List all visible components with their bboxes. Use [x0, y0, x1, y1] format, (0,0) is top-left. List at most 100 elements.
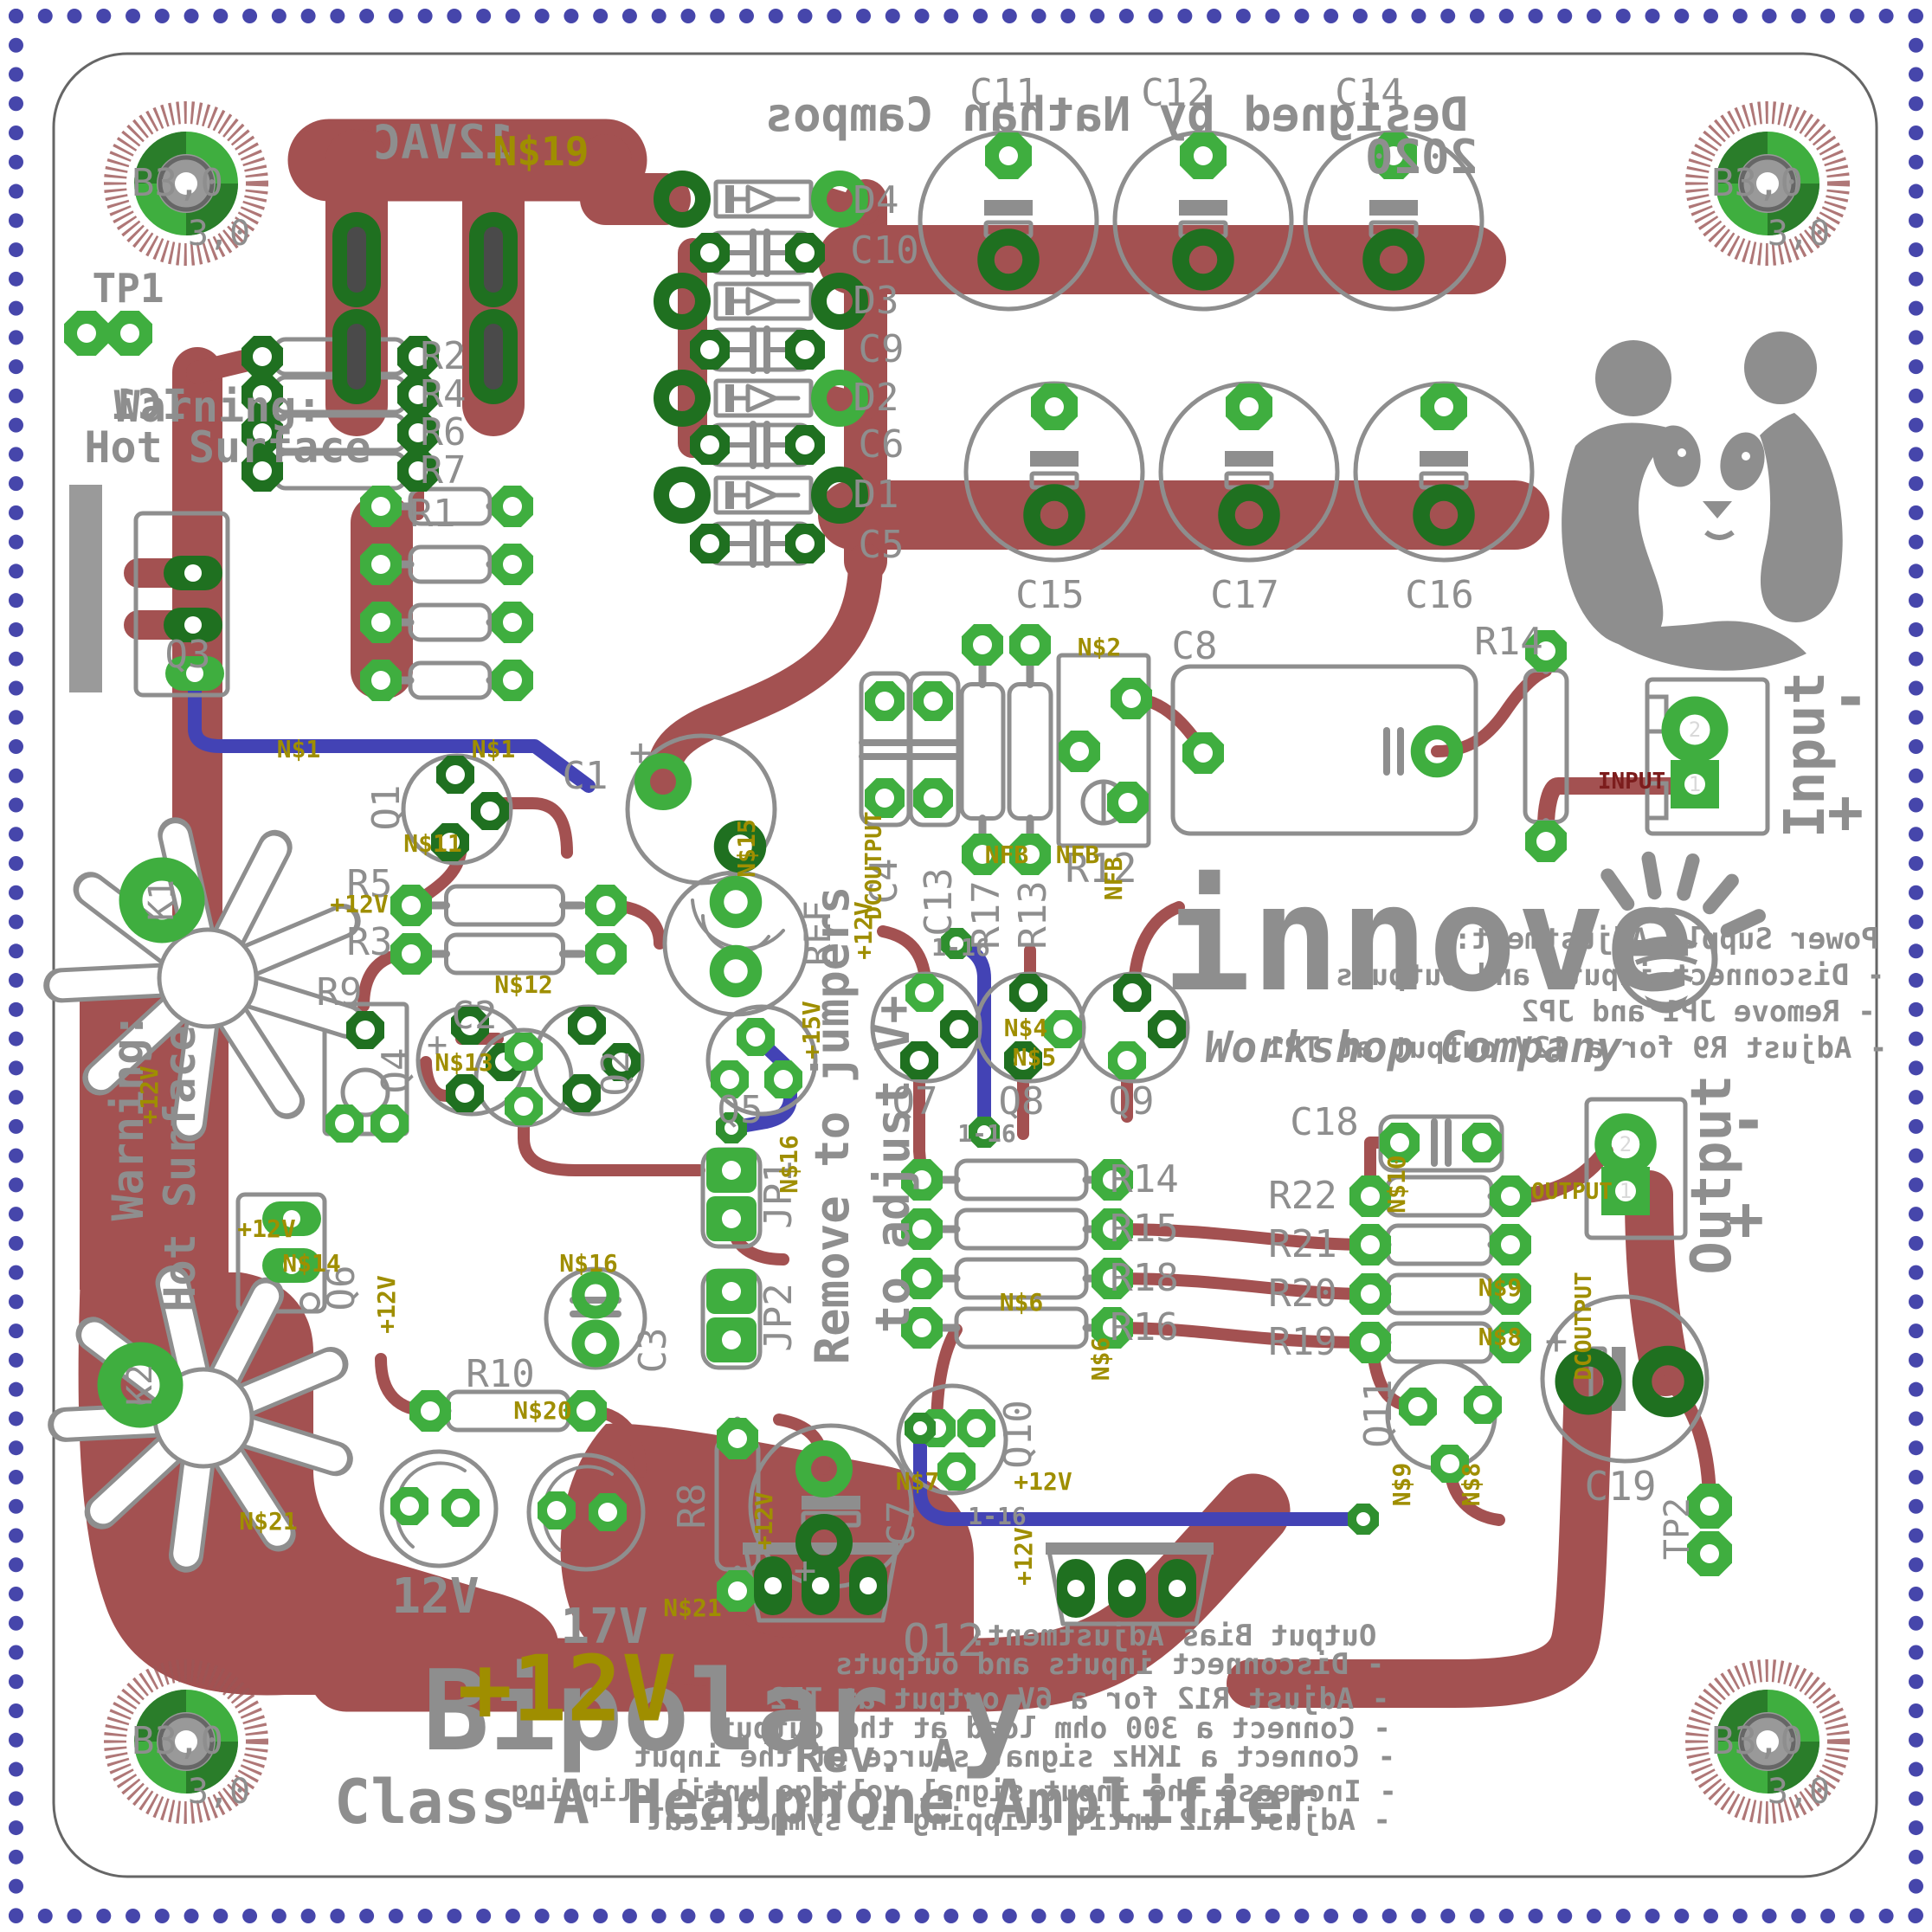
net-label: +12V [1014, 1467, 1072, 1496]
board-title: Bipolar [422, 1647, 890, 1776]
ref-c10: C10 [850, 229, 919, 273]
logo-subtitle: Workshop Company [1205, 1022, 1622, 1072]
ref-r16: R16 [1110, 1305, 1179, 1349]
ref-r7: R7 [420, 448, 467, 493]
warning-text: Warning: [113, 382, 323, 432]
ref-c1: C1 [562, 754, 609, 798]
ref-r18: R18 [1110, 1256, 1179, 1300]
net-label: N$21 [239, 1507, 298, 1536]
via-label: 1-16 [957, 1119, 1016, 1148]
via-label: 1-16 [931, 933, 990, 962]
ref-r5: R5 [346, 862, 393, 906]
ref-c12: C12 [1141, 71, 1210, 115]
via-label: 1-16 [968, 1502, 1027, 1530]
polarity-mark: + [1544, 1319, 1568, 1363]
ref-d1: D1 [853, 473, 899, 517]
ref-d4: D4 [853, 178, 899, 222]
ref-d2: D2 [853, 376, 899, 420]
pad-number: 2 [1619, 1132, 1633, 1156]
page-dotted-border [9, 9, 1923, 1923]
ref-d3: D3 [853, 279, 899, 323]
ref-r2: R2 [420, 334, 467, 378]
output-minus-mark: - [1729, 1085, 1768, 1156]
ref-r1: R1 [409, 492, 456, 536]
net-label: N$6 [999, 1288, 1044, 1317]
net-label: N$2 [1077, 633, 1122, 661]
testpoint-1-label: TP1 [92, 265, 164, 312]
input-minus-mark: - [1832, 662, 1870, 733]
ref-r14: R14 [1110, 1157, 1179, 1201]
logo-brand: innove [1162, 853, 1695, 1025]
net-label: N$12 [494, 970, 553, 999]
net-label: N$9 [1478, 1273, 1523, 1302]
ref-q12: Q12 [903, 1615, 984, 1667]
ref-r14-input: R14 [1474, 620, 1543, 664]
board-subtitle: Class-A Headphone Amplifier [334, 1767, 1319, 1838]
ref-q8: Q8 [998, 1079, 1045, 1124]
ref-c16: C16 [1405, 573, 1474, 617]
ref-c5: C5 [858, 523, 905, 567]
ref-r21: R21 [1268, 1222, 1337, 1266]
hole-size: 3,0 [187, 1772, 251, 1812]
net-label: N$5 [1012, 1043, 1057, 1072]
ref-c15: C15 [1015, 573, 1085, 617]
net-label: +12V [330, 890, 389, 918]
polarity-mark: + [628, 731, 653, 775]
net-label: N$11 [403, 829, 462, 858]
hole-ref: B3,0 [132, 161, 223, 205]
net-label: N$8 [1478, 1323, 1523, 1351]
ref-c17: C17 [1210, 573, 1279, 617]
net-label: N$19 [493, 128, 589, 175]
ref-r19: R19 [1268, 1320, 1337, 1364]
ref-c8: C8 [1171, 624, 1218, 668]
input-plus-mark: + [1826, 776, 1864, 847]
ref-r9: R9 [316, 970, 363, 1014]
ref-c11: C11 [969, 71, 1039, 115]
pad-number: 1 [1688, 772, 1702, 796]
mounting-holes [104, 101, 1850, 1824]
ref-q9: Q9 [1108, 1079, 1155, 1124]
ref-r15: R15 [1110, 1207, 1179, 1251]
net-label: NFB [1055, 840, 1100, 869]
ref-r12: R12 [1065, 845, 1137, 892]
ref-q5: Q5 [717, 1088, 763, 1132]
net-label: N$7 [895, 1467, 940, 1496]
net-label: N$13 [435, 1048, 493, 1077]
polarity-mark: + [426, 1025, 448, 1065]
ref-r22: R22 [1268, 1174, 1337, 1218]
ref-q7: Q7 [892, 1079, 938, 1124]
ref-q3: Q3 [164, 633, 211, 677]
ref-r3: R3 [346, 920, 393, 964]
board-revision: Rev. A [795, 1731, 957, 1783]
lightbulb-icon [1600, 851, 1766, 1014]
hole-ref: B3,0 [1711, 1719, 1803, 1763]
polarity-mark: + [793, 1549, 817, 1593]
net-label: N$4 [1003, 1014, 1048, 1042]
panda-logo [1562, 332, 1843, 671]
pad-number: 2 [1688, 718, 1702, 742]
ref-c19: C19 [1584, 1463, 1657, 1510]
ref-r4: R4 [420, 372, 467, 416]
ref-c6: C6 [858, 422, 905, 467]
ref-c2: C2 [451, 994, 498, 1038]
trim-12v-label: 12V [391, 1568, 480, 1625]
hole-size: 3,0 [1767, 214, 1831, 254]
output-plus-mark: + [1727, 1183, 1765, 1254]
trim-17v-label: 17V [560, 1599, 648, 1655]
net-label: +12V [237, 1214, 296, 1243]
net-label: N$16 [559, 1249, 618, 1278]
hole-ref: B3,0 [132, 1719, 223, 1763]
net-label: NFB [984, 840, 1029, 869]
hole-size: 3,0 [1767, 1772, 1831, 1812]
ref-c14: C14 [1335, 71, 1404, 115]
title-overlap-glyph: y [960, 1653, 1027, 1782]
hole-ref: B3,0 [1711, 161, 1803, 205]
net-label: N$21 [663, 1594, 722, 1622]
ref-r6: R6 [420, 410, 467, 454]
warning-text: Hot Surface [84, 422, 371, 473]
net-label-input: INPUT [1597, 769, 1666, 795]
net-label: N$1 [276, 735, 321, 763]
net-plus12v-big: +12V [457, 1636, 677, 1742]
